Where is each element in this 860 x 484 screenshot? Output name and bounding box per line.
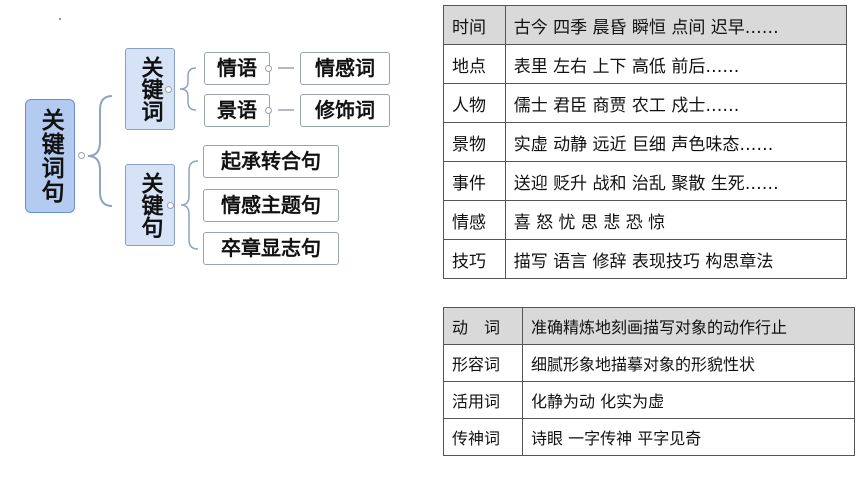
word-type-table-row: 活用词化静为动 化实为虚 (442, 381, 855, 419)
category-table-value-cell: 喜 怒 忧 思 悲 恐 惊 (504, 200, 848, 240)
category-table-value-cell: 古今 四季 晨昏 瞬恒 点间 迟早…… (504, 5, 848, 45)
root-bracket (87, 95, 113, 207)
category-table-key-cell: 景物 (443, 122, 506, 162)
word-type-table-value-cell: 化静为动 化实为虚 (522, 381, 855, 419)
word-type-table-key-cell: 动 词 (442, 307, 524, 345)
leaf-qichengzhuanhe-label: 起承转合句 (221, 149, 321, 173)
stray-dot (59, 18, 61, 20)
leaf-qingganzhuti-label: 情感主题句 (221, 193, 321, 217)
detail-qingganci-label: 情感词 (315, 56, 375, 80)
word-type-table-key-cell: 形容词 (442, 344, 524, 382)
category-table-row: 人物儒士 君臣 商贾 农工 戍士…… (443, 83, 848, 123)
mindmap-root[interactable]: 关键词句 (25, 99, 75, 213)
word-type-table-value-cell: 诗眼 一字传神 平字见奇 (522, 418, 855, 456)
category-table-value-cell: 实虚 动静 远近 巨细 声色味态…… (504, 122, 848, 162)
category-table-row: 情感喜 怒 忧 思 悲 恐 惊 (443, 200, 848, 240)
word-type-table-key-cell: 活用词 (442, 381, 524, 419)
category-table-row: 技巧描写 语言 修辞 表现技巧 构思章法 (443, 239, 848, 279)
branch-keysentences[interactable]: 关键句 (125, 164, 175, 246)
word-type-table-row: 动 词准确精炼地刻画描写对象的动作行止 (442, 307, 855, 345)
word-type-table-row: 形容词细腻形象地描摹对象的形貌性状 (442, 344, 855, 382)
leaf-qingyu[interactable]: 情语 (204, 52, 270, 85)
leaf-qingyu-label: 情语 (217, 56, 257, 80)
leaf-jingyu-label: 景语 (217, 98, 257, 122)
detail-xiushici[interactable]: 修饰词 (300, 94, 390, 127)
leaf-zuzhangxianzhi[interactable]: 卒章显志句 (203, 232, 339, 265)
word-type-table-value-cell: 准确精炼地刻画描写对象的动作行止 (522, 307, 855, 345)
category-table-key-cell: 情感 (443, 200, 506, 240)
branch-keywords-dot[interactable] (165, 86, 172, 93)
detail-qingganci[interactable]: 情感词 (300, 52, 390, 85)
branch-keywords-label: 关键词 (137, 56, 163, 122)
word-type-table-value-cell: 细腻形象地描摹对象的形貌性状 (522, 344, 855, 382)
category-table-row: 景物实虚 动静 远近 巨细 声色味态…… (443, 122, 848, 162)
category-table-value-cell: 儒士 君臣 商贾 农工 戍士…… (504, 83, 848, 123)
category-table-key-cell: 地点 (443, 44, 506, 84)
category-table-row: 时间古今 四季 晨昏 瞬恒 点间 迟早…… (443, 5, 848, 45)
leaf-qichengzhuanhe[interactable]: 起承转合句 (203, 145, 339, 178)
branch1-bracket (179, 67, 197, 111)
leaf-zuzhangxianzhi-label: 卒章显志句 (221, 236, 321, 260)
word-type-table: 动 词准确精炼地刻画描写对象的动作行止形容词细腻形象地描摹对象的形貌性状活用词化… (442, 307, 855, 456)
category-table-key-cell: 技巧 (443, 239, 506, 279)
category-table-body: 时间古今 四季 晨昏 瞬恒 点间 迟早……地点表里 左右 上下 高低 前后……人… (443, 5, 848, 279)
category-table: 时间古今 四季 晨昏 瞬恒 点间 迟早……地点表里 左右 上下 高低 前后……人… (443, 5, 848, 279)
leaf-jingyu[interactable]: 景语 (204, 94, 270, 127)
leaf-qingganzhuti[interactable]: 情感主题句 (203, 189, 339, 222)
word-type-table-row: 传神词诗眼 一字传神 平字见奇 (442, 418, 855, 456)
category-table-key-cell: 人物 (443, 83, 506, 123)
word-type-table-key-cell: 传神词 (442, 418, 524, 456)
branch-keysentences-dot[interactable] (167, 202, 174, 209)
word-type-table-body: 动 词准确精炼地刻画描写对象的动作行止形容词细腻形象地描摹对象的形貌性状活用词化… (442, 307, 855, 456)
leaf-qingyu-dot[interactable] (265, 65, 272, 72)
category-table-value-cell: 表里 左右 上下 高低 前后…… (504, 44, 848, 84)
category-table-key-cell: 时间 (443, 5, 506, 45)
detail-xiushici-label: 修饰词 (315, 98, 375, 122)
branch-keysentences-label: 关键句 (137, 172, 163, 238)
category-table-row: 事件送迎 贬升 战和 治乱 聚散 生死…… (443, 161, 848, 201)
root-label: 关键词句 (37, 108, 64, 204)
category-table-key-cell: 事件 (443, 161, 506, 201)
root-collapse-dot[interactable] (78, 152, 85, 159)
category-table-value-cell: 描写 语言 修辞 表现技巧 构思章法 (504, 239, 848, 279)
leaf-jingyu-dot[interactable] (265, 107, 272, 114)
category-table-row: 地点表里 左右 上下 高低 前后…… (443, 44, 848, 84)
category-table-value-cell: 送迎 贬升 战和 治乱 聚散 生死…… (504, 161, 848, 201)
branch2-bracket (180, 160, 199, 250)
